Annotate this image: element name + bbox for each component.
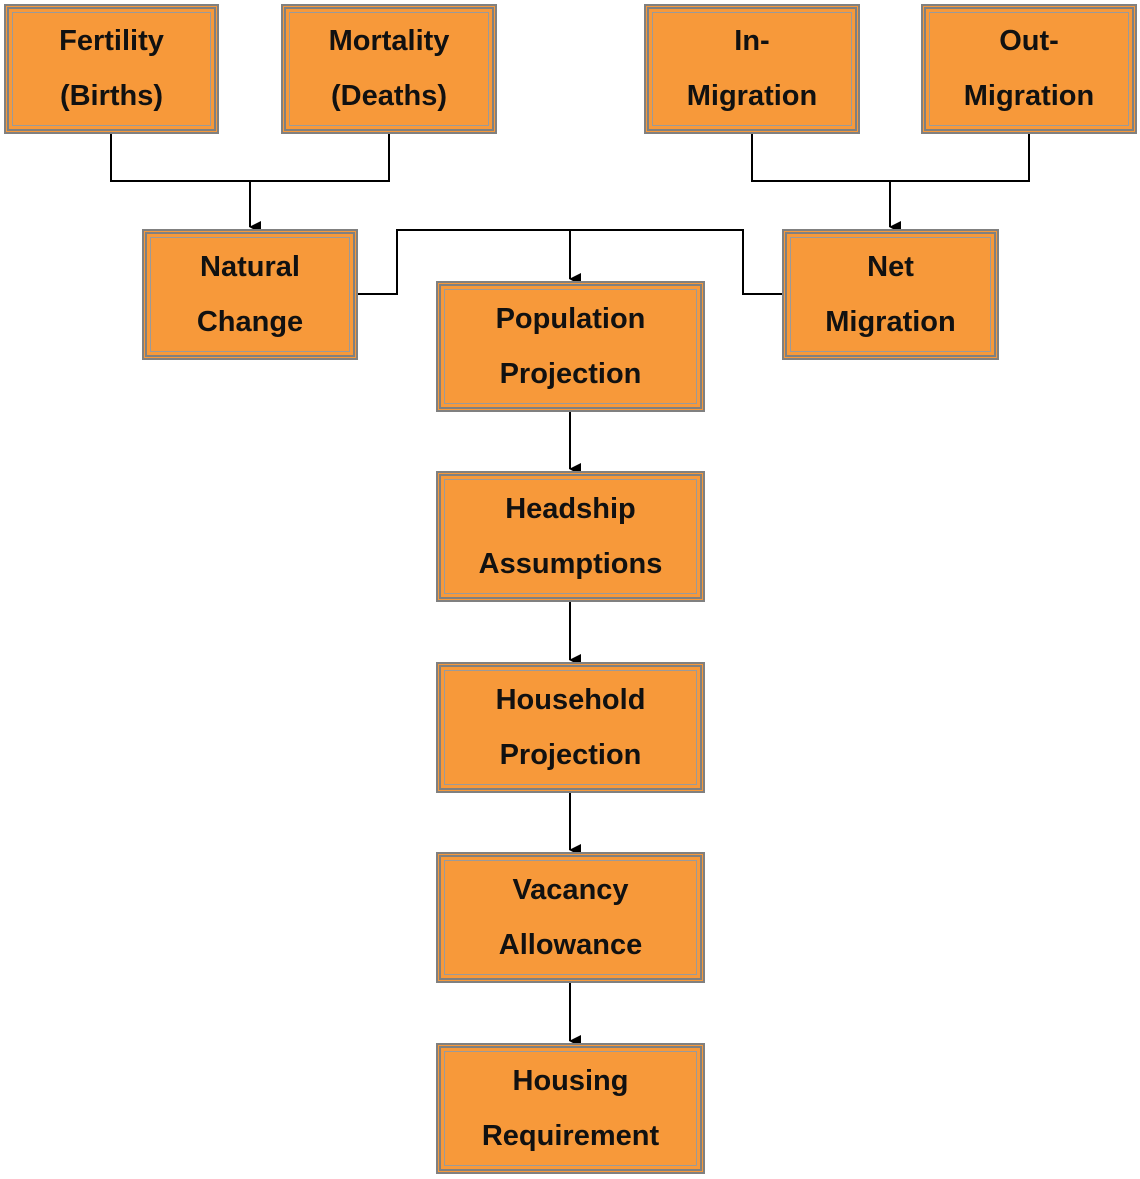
node-label: Fertility bbox=[59, 25, 164, 57]
node-label: Natural bbox=[200, 250, 300, 283]
headship-assumptions-node: Headship Assumptions bbox=[436, 471, 705, 602]
housing-requirement-node: Housing Requirement bbox=[436, 1043, 705, 1174]
node-label: Mortality bbox=[328, 25, 450, 57]
node-label: Vacancy bbox=[512, 873, 629, 906]
net-migration-node: Net Migration bbox=[782, 229, 999, 360]
node-label: Migration bbox=[825, 305, 956, 338]
natural-change-node: Natural Change bbox=[142, 229, 358, 360]
vacancy-allowance-node: Vacancy Allowance bbox=[436, 852, 705, 983]
node-label: Projection bbox=[499, 357, 642, 390]
in-migration-node: In- Migration bbox=[644, 4, 860, 134]
connector-births-deaths bbox=[110, 134, 390, 182]
node-label: Requirement bbox=[481, 1119, 660, 1152]
out-migration-node: Out- Migration bbox=[921, 4, 1137, 134]
node-label: Change bbox=[196, 305, 304, 338]
node-label: In- bbox=[734, 25, 770, 57]
node-label: Net bbox=[867, 250, 914, 283]
node-label: Migration bbox=[686, 80, 818, 112]
household-projection-node: Household Projection bbox=[436, 662, 705, 793]
node-label: Migration bbox=[963, 80, 1095, 112]
node-label: Household bbox=[495, 683, 646, 716]
node-label: Headship bbox=[505, 492, 636, 525]
node-label: Out- bbox=[999, 25, 1059, 57]
node-label: (Births) bbox=[59, 80, 164, 112]
fertility-node: Fertility (Births) bbox=[4, 4, 219, 134]
node-label: Projection bbox=[499, 738, 642, 771]
node-label: Allowance bbox=[498, 928, 643, 961]
node-label: Assumptions bbox=[478, 547, 663, 580]
node-label: Housing bbox=[512, 1064, 629, 1097]
mortality-node: Mortality (Deaths) bbox=[281, 4, 497, 134]
node-label: (Deaths) bbox=[330, 80, 447, 112]
population-projection-node: Population Projection bbox=[436, 281, 705, 412]
connector-in-out-migration bbox=[751, 134, 1030, 182]
node-label: Population bbox=[495, 302, 646, 335]
